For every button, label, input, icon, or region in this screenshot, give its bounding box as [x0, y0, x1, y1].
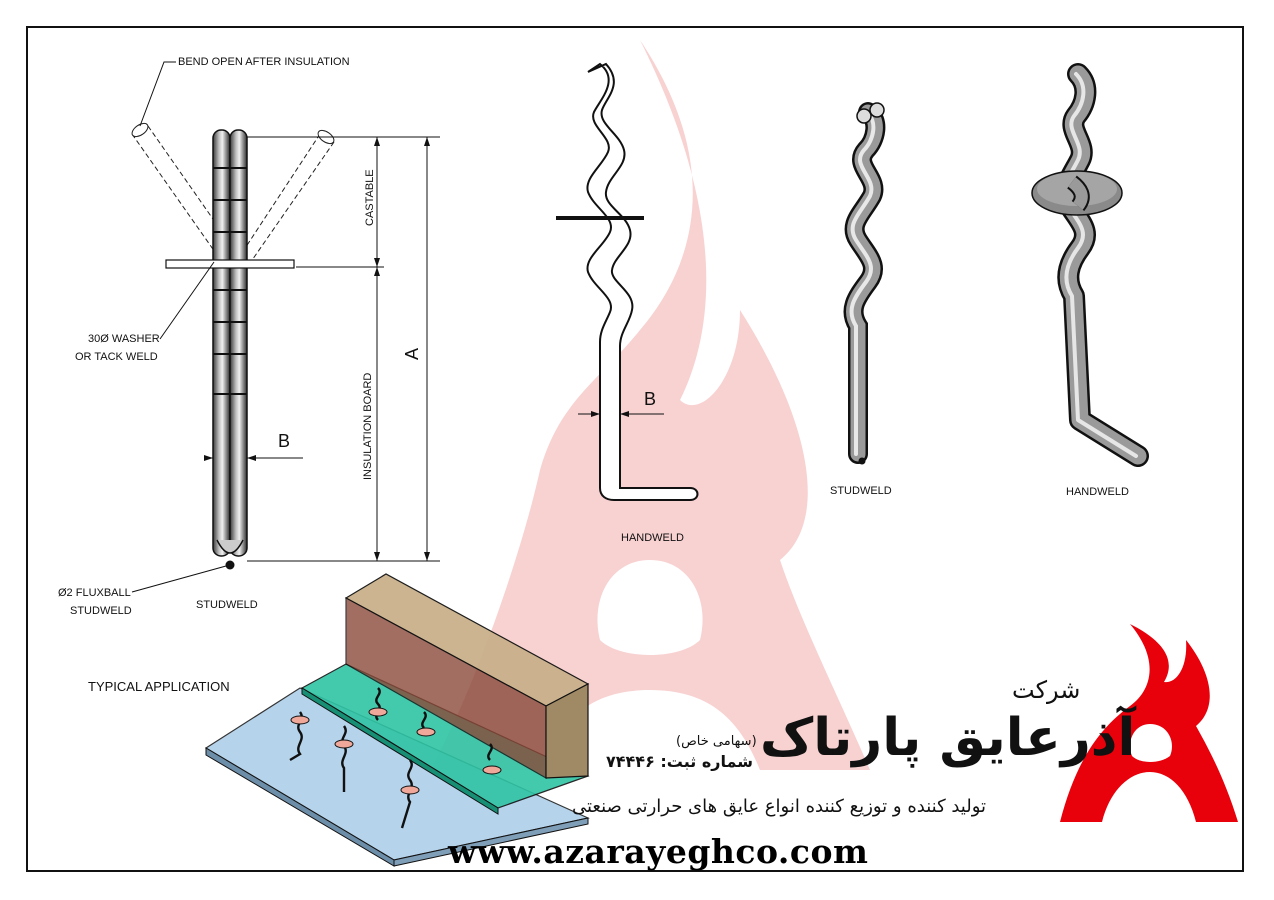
- rod-right: [229, 129, 248, 557]
- label-dim-b-handweld: B: [644, 389, 657, 409]
- company-type: (سهامی خاص): [676, 734, 757, 749]
- label-dim-b: B: [278, 431, 291, 451]
- handweld-profile: [556, 62, 699, 501]
- company-tagline: تولید کننده و توزیع کننده انواع عایق های…: [572, 796, 987, 817]
- label-washer-line1: 30Ø WASHER: [88, 333, 160, 345]
- studweld-elevation: [131, 61, 440, 593]
- company-logo: [1060, 624, 1238, 822]
- dimension-arrows: [204, 137, 430, 561]
- dimension-lines: [206, 136, 440, 562]
- typical-application: [204, 573, 590, 867]
- label-insulation-board: INSULATION BOARD: [362, 372, 374, 480]
- handweld-3d: [1031, 63, 1149, 467]
- bent-leg-end-left: [131, 122, 149, 138]
- washer: [165, 259, 295, 269]
- label-fluxball-line1: Ø2 FLUXBALL: [58, 587, 131, 599]
- company-name: آذرعایق پارتاک: [760, 708, 1136, 768]
- label-studweld-main: STUDWELD: [196, 599, 258, 611]
- anchor-washers: [290, 707, 502, 795]
- rod-left: [212, 129, 231, 557]
- label-dim-a: A: [402, 347, 422, 360]
- company-website[interactable]: www.azarayeghco.com: [448, 832, 869, 871]
- label-studweld-3d: STUDWELD: [830, 485, 892, 497]
- drawing-frame: [26, 26, 1244, 872]
- label-handweld-3d: HANDWELD: [1066, 486, 1129, 498]
- studweld-3d: [843, 102, 886, 465]
- label-castable: CASTABLE: [364, 169, 376, 226]
- company-registration: شماره ثبت: ۷۴۴۴۶: [606, 752, 753, 771]
- watermark-flame: [430, 40, 870, 770]
- label-fluxball-line2: STUDWELD: [70, 605, 132, 617]
- leader-lines: [131, 61, 227, 593]
- twist-bands: [213, 167, 247, 395]
- label-washer-line2: OR TACK WELD: [75, 351, 158, 363]
- typical-application-title: TYPICAL APPLICATION: [88, 679, 230, 694]
- company-prefix: شرکت: [1012, 676, 1081, 704]
- label-bend-open: BEND OPEN AFTER INSULATION: [178, 56, 350, 68]
- label-handweld-profile: HANDWELD: [621, 532, 684, 544]
- fluxball: [225, 560, 235, 570]
